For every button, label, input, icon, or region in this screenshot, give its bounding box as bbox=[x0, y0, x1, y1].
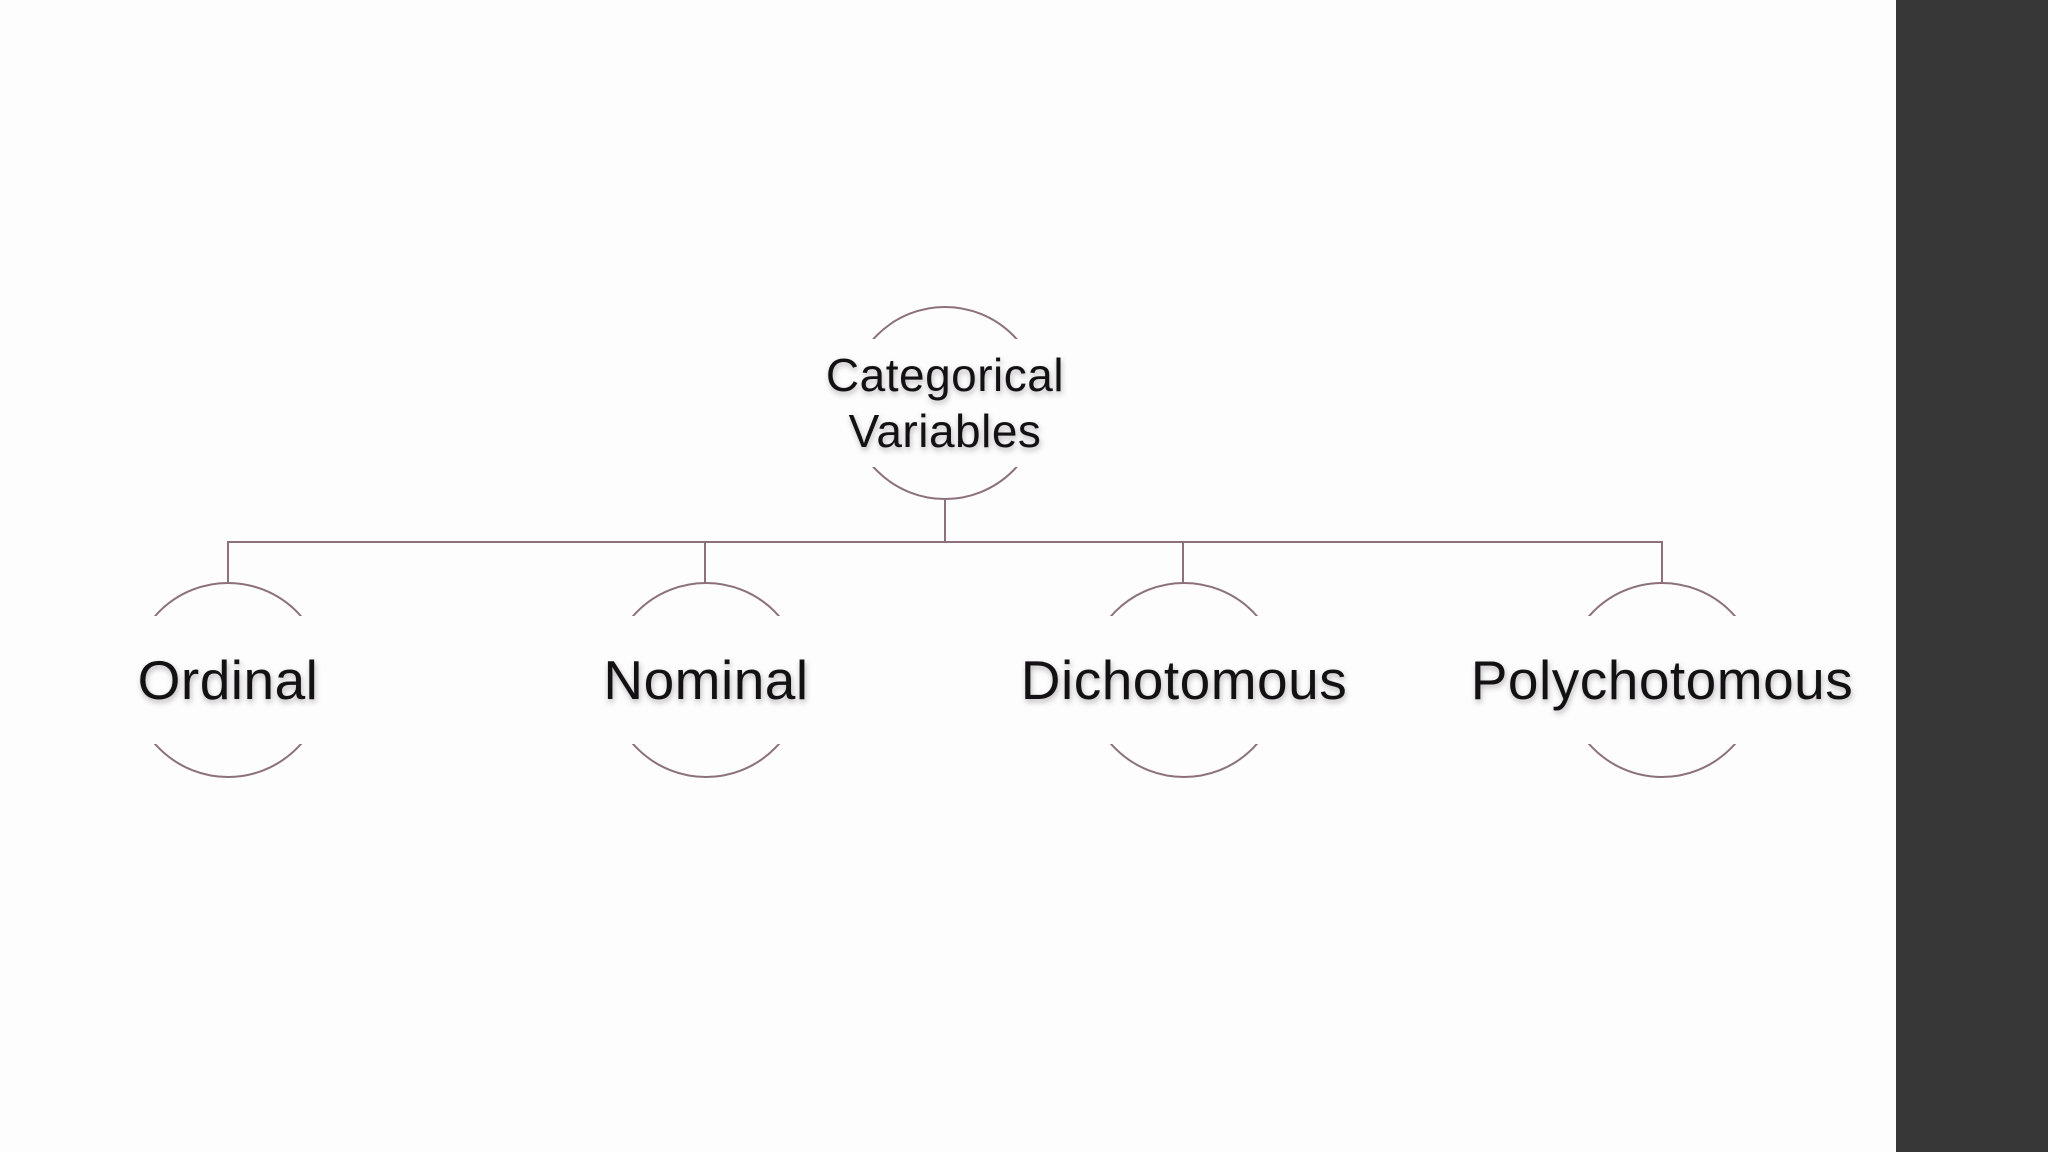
connector-drop-polychotomous bbox=[1661, 541, 1663, 583]
node-text-band bbox=[594, 616, 818, 744]
right-letterbox-panel bbox=[1896, 0, 2048, 1152]
connector-drop-ordinal bbox=[227, 541, 229, 583]
node-text-band bbox=[1550, 616, 1774, 744]
node-label: Dichotomous bbox=[1020, 649, 1348, 711]
node-label: Polychotomous bbox=[1470, 649, 1854, 711]
node-text-band bbox=[116, 616, 340, 744]
node-text-band bbox=[833, 339, 1057, 467]
root-label-line2: Variables bbox=[848, 405, 1042, 457]
node-label: Ordinal bbox=[137, 649, 319, 711]
connector-drop-dichotomous bbox=[1182, 541, 1184, 583]
node-text-band bbox=[1072, 616, 1296, 744]
connector-stem bbox=[944, 500, 946, 543]
root-label-line1: Categorical bbox=[825, 349, 1065, 401]
connector-rail bbox=[227, 541, 1663, 543]
connector-drop-nominal bbox=[704, 541, 706, 583]
node-label: Nominal bbox=[603, 649, 809, 711]
node-label: Categorical Variables bbox=[695, 339, 1195, 467]
